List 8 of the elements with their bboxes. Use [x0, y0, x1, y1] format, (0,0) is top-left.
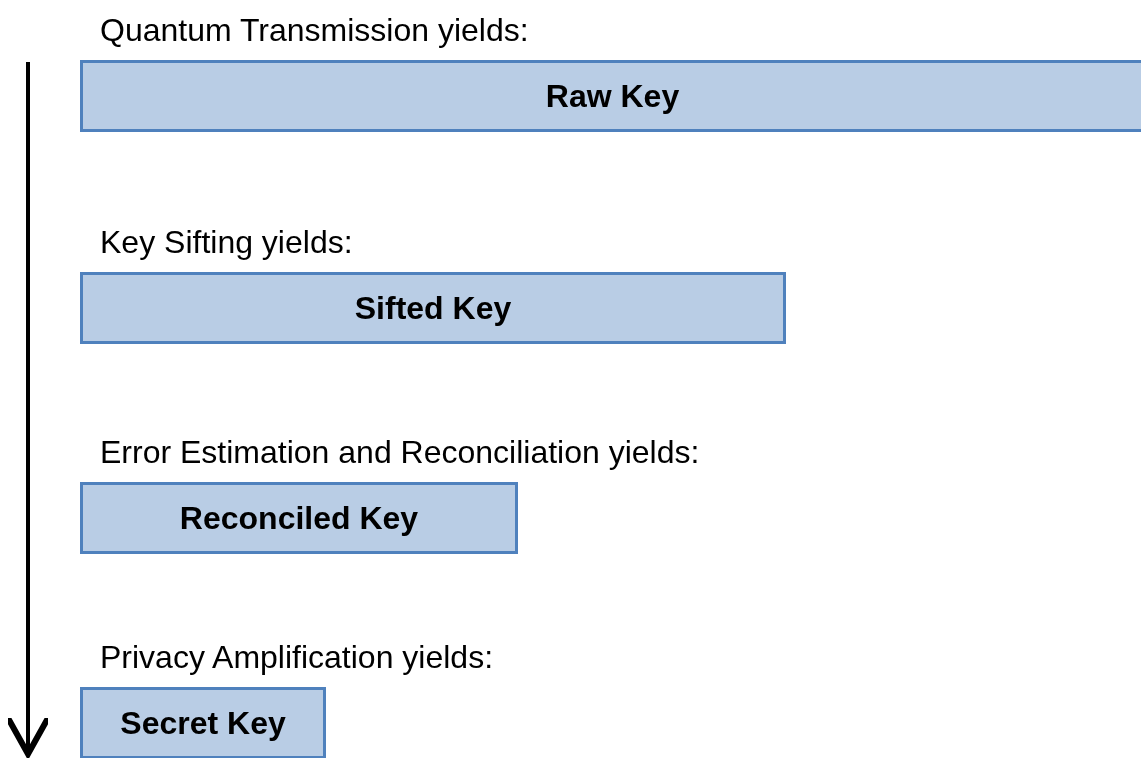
key-bar: Secret Key — [80, 687, 326, 758]
step-heading: Quantum Transmission yields: — [100, 11, 529, 50]
key-bar: Reconciled Key — [80, 482, 518, 554]
step-heading: Privacy Amplification yields: — [100, 638, 494, 677]
step-heading: Key Sifting yields: — [100, 223, 353, 262]
step-heading: Error Estimation and Reconciliation yields: — [100, 433, 700, 472]
key-bar: Sifted Key — [80, 272, 786, 344]
key-bar: Raw Key — [80, 60, 1141, 132]
